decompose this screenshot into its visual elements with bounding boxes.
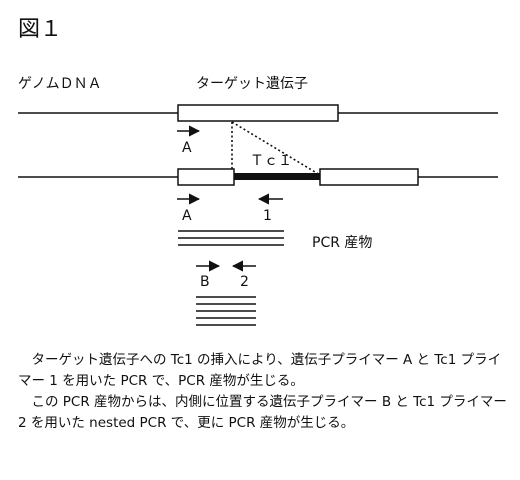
primer-2-label: 2 — [240, 274, 249, 290]
tc1-insertion-bar — [234, 173, 320, 180]
primer-a-bottom-label: A — [182, 208, 192, 224]
pcr-product-label: PCR 産物 — [312, 235, 372, 251]
genome-dna-label: ゲノムＤＮＡ — [18, 76, 102, 92]
wildtype-dna — [18, 104, 498, 122]
target-gene-box — [177, 104, 339, 122]
nested-pcr-product-bands — [196, 296, 256, 326]
primer-b-label: B — [200, 274, 210, 290]
pcr-product-bands — [178, 230, 284, 246]
mutant-dna — [18, 168, 498, 186]
gene-fragment-left — [177, 168, 235, 186]
primer-1-label: 1 — [263, 208, 272, 224]
figure-title: 図１ — [18, 17, 62, 42]
primer-a-top-label: A — [182, 140, 192, 156]
tc1-label: Ｔｃ１ — [250, 153, 292, 169]
figure-caption: ターゲット遺伝子への Tc1 の挿入により、遺伝子プライマー A と Tc1 プ… — [18, 350, 510, 434]
gene-fragment-right — [319, 168, 419, 186]
insertion-guide — [231, 121, 321, 176]
target-gene-label: ターゲット遺伝子 — [196, 76, 308, 92]
caption-paragraph-2: この PCR 産物からは、内側に位置する遺伝子プライマー B と Tc1 プライ… — [18, 394, 507, 431]
pcr-diagram: 図１ ゲノムＤＮＡ ターゲット遺伝子 A Ｔｃ１ A 1 PCR 産物 B 2 — [18, 17, 498, 326]
caption-paragraph-1: ターゲット遺伝子への Tc1 の挿入により、遺伝子プライマー A と Tc1 プ… — [18, 352, 502, 389]
